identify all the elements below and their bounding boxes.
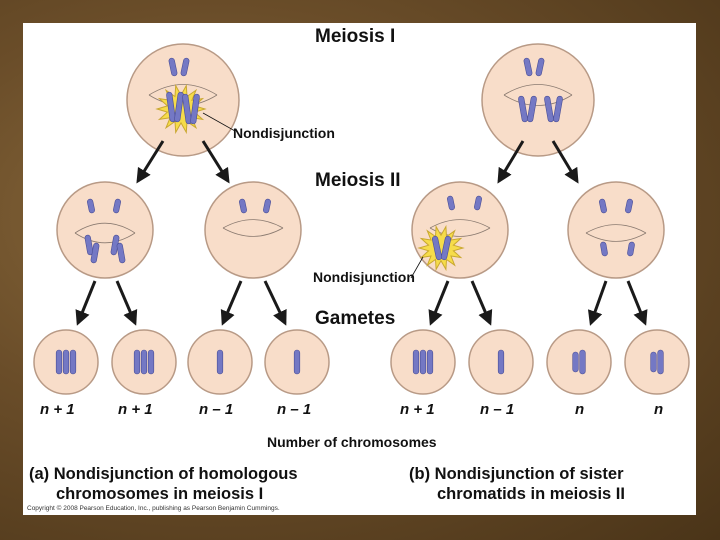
chromosome-count-5: n + 1 (400, 401, 435, 418)
chromosome (518, 95, 528, 123)
chromosome (87, 198, 95, 214)
meiosis-1-cell-b (481, 43, 595, 157)
arrow-g7 (587, 280, 608, 326)
chromosome (426, 349, 434, 375)
nondisjunction-label-b: Nondisjunction (313, 269, 415, 285)
spindle-m2-2 (222, 219, 284, 237)
chromosome (69, 349, 77, 375)
chromosome (572, 351, 579, 373)
chromosome (474, 195, 482, 211)
caption-b-line-2: chromatids in meiosis II (437, 485, 625, 503)
arrow-g8 (626, 280, 648, 326)
arrow-m1a-right (201, 140, 230, 184)
chromosome (166, 91, 176, 123)
axis-label: Number of chromosomes (267, 434, 437, 450)
spindle-m2-1 (74, 222, 136, 244)
nondisjunction-flash-b (417, 224, 465, 272)
arrow-g4 (263, 280, 287, 326)
nondisjunction-pointer-a (202, 112, 236, 132)
nondisjunction-diagram (33, 43, 690, 395)
chromosome (650, 351, 657, 373)
arrow-g6 (470, 280, 493, 326)
chromosome (544, 95, 554, 123)
chromosome (527, 95, 537, 123)
chromosome-count-2: n + 1 (118, 401, 153, 418)
chromosome (239, 198, 247, 214)
chromosome (497, 349, 505, 375)
heading-meiosis-2: Meiosis II (315, 170, 401, 191)
spindle-m1-b (503, 84, 573, 106)
arrow-g1 (75, 280, 97, 326)
caption-b-line-1: (b) Nondisjunction of sister (409, 465, 624, 483)
meiosis-2-cell-4 (567, 181, 665, 279)
nondisjunction-label-a: Nondisjunction (233, 125, 335, 141)
heading-gametes: Gametes (315, 308, 396, 329)
chromosome (55, 349, 63, 375)
chromosome (90, 242, 100, 264)
chromosome (419, 349, 427, 375)
gamete-cell-8 (624, 329, 690, 395)
chromosome (116, 242, 126, 264)
chromosome-count-8: n (654, 401, 664, 418)
chromosome (180, 57, 190, 77)
chromosome (412, 349, 420, 375)
chromosome (113, 198, 121, 214)
chromosome-count-3: n – 1 (199, 401, 234, 418)
heading-meiosis-1: Meiosis I (315, 26, 396, 47)
chromosome (182, 93, 192, 125)
chromosome (62, 349, 70, 375)
copyright-notice: Copyright © 2008 Pearson Education, Inc.… (27, 505, 280, 512)
meiosis-2-cell-3 (411, 181, 509, 279)
chromosome (293, 349, 301, 375)
gamete-cell-7 (546, 329, 612, 395)
caption-a-line-2: chromosomes in meiosis I (56, 485, 264, 503)
slide: Meiosis I Meiosis II Gametes Nondisjunct… (23, 23, 696, 515)
chromosome (190, 93, 200, 125)
chromosome-count-1: n + 1 (40, 401, 75, 418)
chromosome (84, 234, 94, 256)
nondisjunction-pointer-b (410, 256, 424, 279)
chromosome (147, 349, 155, 375)
chromosome (553, 95, 563, 123)
arrow-m1a-left (136, 140, 165, 184)
chromosome (600, 241, 608, 257)
chromosome (447, 195, 455, 211)
chromosome-count-7: n (575, 401, 585, 418)
chromosome (168, 57, 178, 77)
chromosome (133, 349, 141, 375)
chromosome-count-4: n – 1 (277, 401, 312, 418)
meiosis-2-cell-1 (56, 181, 154, 279)
chromosome-count-6: n – 1 (480, 401, 515, 418)
arrow-g2 (115, 280, 138, 326)
arrow-m1b-right (551, 140, 579, 184)
chromosome (216, 349, 224, 375)
chromosome (625, 198, 633, 214)
spindle-m2-4 (585, 224, 647, 242)
chromosome (174, 91, 184, 123)
arrow-g5 (428, 280, 450, 326)
chromosome (431, 235, 443, 261)
chromosome (263, 198, 271, 214)
chromosome (140, 349, 148, 375)
chromosome (657, 349, 664, 375)
caption-a-line-1: (a) Nondisjunction of homologous (29, 465, 298, 483)
meiosis-2-cell-2 (204, 181, 302, 279)
arrow-m1b-left (497, 140, 525, 184)
chromosome (535, 57, 545, 77)
chromosome (599, 198, 607, 214)
chromosome (579, 349, 586, 375)
chromosome (440, 235, 452, 261)
arrow-g3 (220, 280, 243, 326)
chromosome (627, 241, 635, 257)
chromosome (523, 57, 533, 77)
